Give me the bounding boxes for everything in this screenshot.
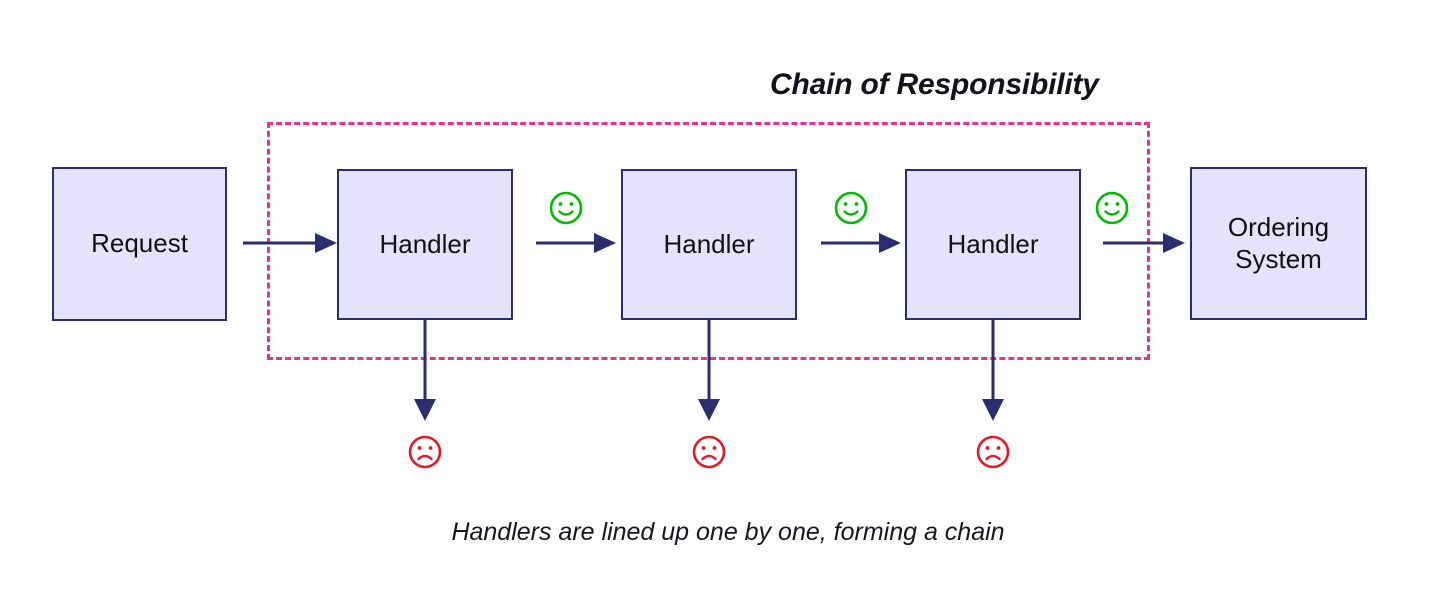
- arrow-request-to-handler-1: [243, 230, 339, 256]
- page-title: Chain of Responsibility: [770, 68, 1099, 101]
- smiley-sad-icon: [975, 434, 1011, 470]
- arrow-handler-3-reject: [976, 319, 1010, 423]
- smiley-happy-icon: [548, 190, 584, 226]
- smiley-happy-icon: [1094, 190, 1130, 226]
- node-handler-3: Handler: [905, 169, 1081, 320]
- smiley-happy-icon: [833, 190, 869, 226]
- node-request: Request: [52, 167, 227, 321]
- node-handler-3-label: Handler: [947, 228, 1039, 259]
- node-handler-1-label: Handler: [379, 228, 471, 259]
- smiley-sad-icon: [691, 434, 727, 470]
- node-ordering-system: Ordering System: [1190, 167, 1367, 320]
- node-ordering-system-label-line-2: System: [1235, 243, 1322, 274]
- arrow-handler-1-reject: [408, 319, 442, 423]
- smiley-sad-icon: [407, 434, 443, 470]
- arrow-handler-2-reject: [692, 319, 726, 423]
- node-handler-2-label: Handler: [663, 228, 755, 259]
- arrow-handler-3-to-ordering-system: [1103, 230, 1187, 256]
- diagram-caption: Handlers are lined up one by one, formin…: [451, 518, 1005, 546]
- node-handler-2: Handler: [621, 169, 797, 320]
- node-handler-1: Handler: [337, 169, 513, 320]
- node-request-label: Request: [91, 228, 188, 259]
- arrow-handler-1-to-handler-2: [536, 230, 618, 256]
- node-ordering-system-label-line-1: Ordering: [1227, 211, 1330, 242]
- arrow-handler-2-to-handler-3: [821, 230, 903, 256]
